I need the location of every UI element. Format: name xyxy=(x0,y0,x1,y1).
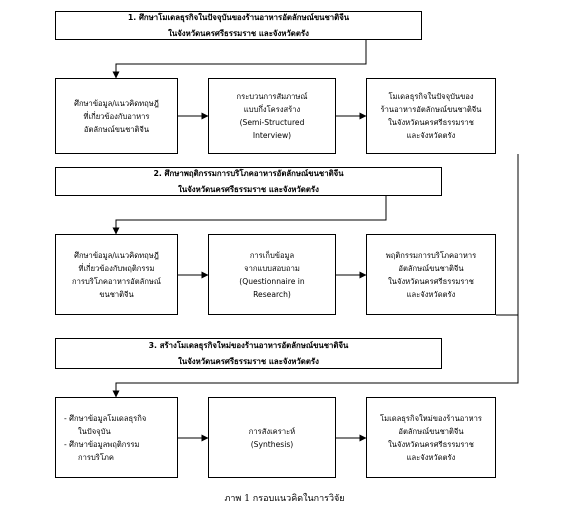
phase1-header-line1: 1. ศึกษาโมเดลธุรกิจในปัจจุบันของร้านอาหา… xyxy=(127,12,350,22)
phase2-output-line2: อัตลักษณ์ขนชาติจีน xyxy=(398,263,464,273)
phase1-method-line1: กระบวนการสัมภาษณ์ xyxy=(236,92,308,101)
phase3-method-box: การสังเคราะห์ (Synthesis) xyxy=(208,397,336,478)
phase1-output-line1: โมเดลธุรกิจในปัจจุบันของ xyxy=(388,92,474,101)
phase2-input-line3: การบริโภคอาหารอัตลักษณ์ xyxy=(72,276,161,286)
phase2-method-line2: จากแบบสอบถาม xyxy=(244,263,300,273)
phase2-input-line1: ศึกษาข้อมูล/แนวคิดทฤษฎี xyxy=(74,250,159,260)
phase1-method-line3: (Semi-Structured xyxy=(239,118,305,127)
phase3-header-line1: 3. สร้างโมเดลธุรกิจใหม่ของร้านอาหารอัตลั… xyxy=(148,340,349,350)
phase3-input-line2: ในปัจจุบัน xyxy=(78,426,111,436)
phase2-input-box: ศึกษาข้อมูล/แนวคิดทฤษฎี ที่เกี่ยวข้องกับ… xyxy=(55,234,178,315)
arrow-output1-to-output3 xyxy=(112,154,519,398)
phase3-output-line3: ในจังหวัดนครศรีธรรมราช xyxy=(388,439,474,449)
phase3-output-line4: และจังหวัดตรัง xyxy=(406,452,456,462)
phase1-method-line4: Interview) xyxy=(252,131,292,140)
phase1-input-line1: ศึกษาข้อมูล/แนวคิดทฤษฎี xyxy=(74,98,159,108)
phase3-header-box: 3. สร้างโมเดลธุรกิจใหม่ของร้านอาหารอัตลั… xyxy=(55,338,442,369)
phase3-header-line2: ในจังหวัดนครศรีธรรมราช และจังหวัดตรัง xyxy=(178,356,319,366)
arrow-header1-to-input1 xyxy=(112,39,367,79)
phase1-header-box: 1. ศึกษาโมเดลธุรกิจในปัจจุบันของร้านอาหา… xyxy=(55,11,422,40)
phase2-method-line1: การเก็บข้อมูล xyxy=(249,250,295,260)
phase1-input-line3: อัตลักษณ์ขนชาติจีน xyxy=(83,124,150,134)
phase1-header-line2: ในจังหวัดนครศรีธรรมราช และจังหวัดตรัง xyxy=(168,28,309,38)
phase1-output-line2: ร้านอาหารอัตลักษณ์ขนชาติจีน xyxy=(380,105,482,114)
phase3-output-box: โมเดลธุรกิจใหม่ของร้านอาหาร อัตลักษณ์ขนช… xyxy=(366,397,496,478)
phase3-input-line3: - ศึกษาข้อมูลพฤติกรรม xyxy=(64,439,140,449)
phase2-method-line3: (Questionnaire in xyxy=(239,276,305,286)
phase3-input-line1: - ศึกษาข้อมูลโมเดลธุรกิจ xyxy=(64,413,147,423)
phase2-header-line1: 2. ศึกษาพฤติกรรมการบริโภคอาหารอัตลักษณ์ข… xyxy=(153,168,344,178)
phase2-header-line2: ในจังหวัดนครศรีธรรมราช และจังหวัดตรัง xyxy=(178,184,319,194)
phase1-method-line2: แบบกึ่งโครงสร้าง xyxy=(243,105,301,114)
phase1-output-line3: ในจังหวัดนครศรีธรรมราช xyxy=(388,118,474,127)
phase2-output-line1: พฤติกรรมการบริโภคอาหาร xyxy=(385,250,477,260)
phase1-method-box: กระบวนการสัมภาษณ์ แบบกึ่งโครงสร้าง (Semi… xyxy=(208,78,336,154)
phase2-header-box: 2. ศึกษาพฤติกรรมการบริโภคอาหารอัตลักษณ์ข… xyxy=(55,167,442,196)
phase2-output-box: พฤติกรรมการบริโภคอาหาร อัตลักษณ์ขนชาติจี… xyxy=(366,234,496,315)
phase2-method-box: การเก็บข้อมูล จากแบบสอบถาม (Questionnair… xyxy=(208,234,336,315)
phase1-output-line4: และจังหวัดตรัง xyxy=(406,131,456,140)
phase3-output-line2: อัตลักษณ์ขนชาติจีน xyxy=(398,426,464,436)
figure-caption: ภาพ 1 กรอบแนวคิดในการวิจัย xyxy=(224,494,345,504)
phase2-input-line2: ที่เกี่ยวข้องกับพฤติกรรม xyxy=(78,263,155,273)
phase2-output-line3: ในจังหวัดนครศรีธรรมราช xyxy=(388,276,474,286)
phase1-input-box: ศึกษาข้อมูล/แนวคิดทฤษฎี ที่เกี่ยวข้องกับ… xyxy=(55,78,178,154)
phase3-output-line1: โมเดลธุรกิจใหม่ของร้านอาหาร xyxy=(380,413,482,423)
phase1-output-box: โมเดลธุรกิจในปัจจุบันของ ร้านอาหารอัตลัก… xyxy=(366,78,496,154)
phase2-input-line4: ขนชาติจีน xyxy=(99,289,134,299)
arrow-header2-to-input2 xyxy=(112,195,387,235)
phase3-method-line1: การสังเคราะห์ xyxy=(248,426,296,436)
phase3-input-box: - ศึกษาข้อมูลโมเดลธุรกิจ ในปัจจุบัน - ศึ… xyxy=(55,397,178,478)
phase2-output-line4: และจังหวัดตรัง xyxy=(406,289,456,299)
phase3-method-line2: (Synthesis) xyxy=(250,439,294,449)
phase1-input-line2: ที่เกี่ยวข้องกับอาหาร xyxy=(83,111,150,121)
phase2-method-line4: Research) xyxy=(253,289,291,299)
phase3-input-line4: การบริโภค xyxy=(78,452,115,462)
